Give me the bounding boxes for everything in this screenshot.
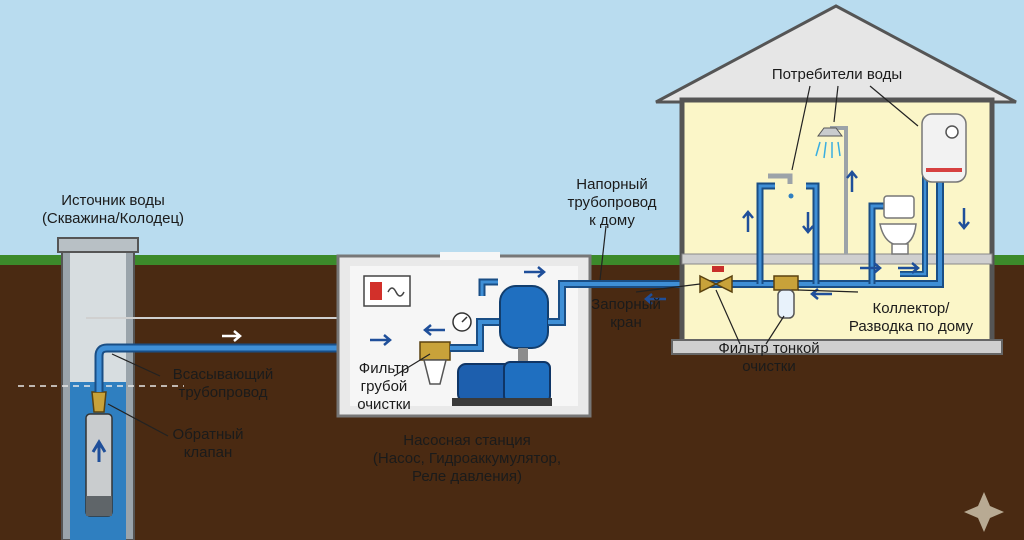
pressure-pipe-label-line1: Напорный	[576, 176, 648, 193]
flow-arrow-suction	[222, 330, 242, 342]
check-valve-label: Обратный клапан	[160, 426, 256, 462]
consumers-label: Потребители воды	[771, 66, 903, 83]
coarse-filter-label: Фильтр грубой очистки	[346, 360, 422, 414]
suction-pipe-label: Всасывающий трубопровод	[160, 366, 286, 402]
check-valve-icon	[91, 391, 107, 413]
source-label-line1: Источник воды	[61, 192, 165, 209]
fine-filter-label-line2: очистки	[742, 358, 796, 375]
station-label-line3: Реле давления)	[411, 468, 523, 485]
house	[655, 4, 1017, 355]
check-valve-label-line2: клапан	[183, 444, 233, 461]
filter-icon	[773, 275, 799, 291]
collector-label: Коллектор/ Разводка по дому	[826, 300, 996, 336]
leader-lines	[107, 85, 919, 437]
coarse-filter-label-line3: очистки	[357, 396, 411, 413]
pump-station	[336, 252, 700, 418]
coarse-filter-label-line2: грубой	[360, 378, 408, 395]
suction-pipe	[86, 317, 430, 392]
sparkle-icon	[964, 492, 1004, 532]
pressure-pipe-label: Напорный трубопровод к дому	[556, 176, 668, 230]
tank-icon	[499, 285, 549, 349]
coarse-filter-label-line1: Фильтр	[358, 360, 410, 377]
source-label: Источник воды (Скважина/Колодец)	[28, 192, 198, 228]
shutoff-valve-label: Запорный кран	[584, 296, 668, 332]
collector-label-line1: Коллектор/	[872, 300, 950, 317]
suction-label-line1: Всасывающий	[172, 366, 274, 383]
check-valve-label-line1: Обратный	[172, 426, 244, 443]
station-label-line2: (Насос, Гидроаккумулятор,	[372, 450, 562, 467]
suction-label-line2: трубопровод	[178, 384, 268, 401]
well	[18, 237, 184, 540]
toilet-icon	[879, 195, 917, 255]
collector-label-line2: Разводка по дому	[848, 318, 974, 335]
flow-up-arrow-well	[91, 439, 107, 462]
shutoff-label-line1: Запорный	[591, 296, 661, 313]
fine-filter-label: Фильтр тонкой очистки	[706, 340, 832, 376]
shutoff-label-line2: кран	[610, 314, 642, 331]
faucet-icon	[768, 173, 793, 184]
pressure-pipe-label-line2: трубопровод	[567, 194, 657, 211]
pump-icon	[452, 361, 552, 406]
pressure-pipe-label-line3: к дому	[589, 212, 635, 229]
pump-station-label: Насосная станция (Насос, Гидроаккумулято…	[362, 432, 572, 486]
source-label-line2: (Скважина/Колодец)	[41, 210, 185, 227]
station-label-line1: Насосная станция	[403, 432, 531, 449]
water-heater-icon	[921, 113, 967, 183]
fine-filter-label-line1: Фильтр тонкой	[718, 340, 820, 357]
